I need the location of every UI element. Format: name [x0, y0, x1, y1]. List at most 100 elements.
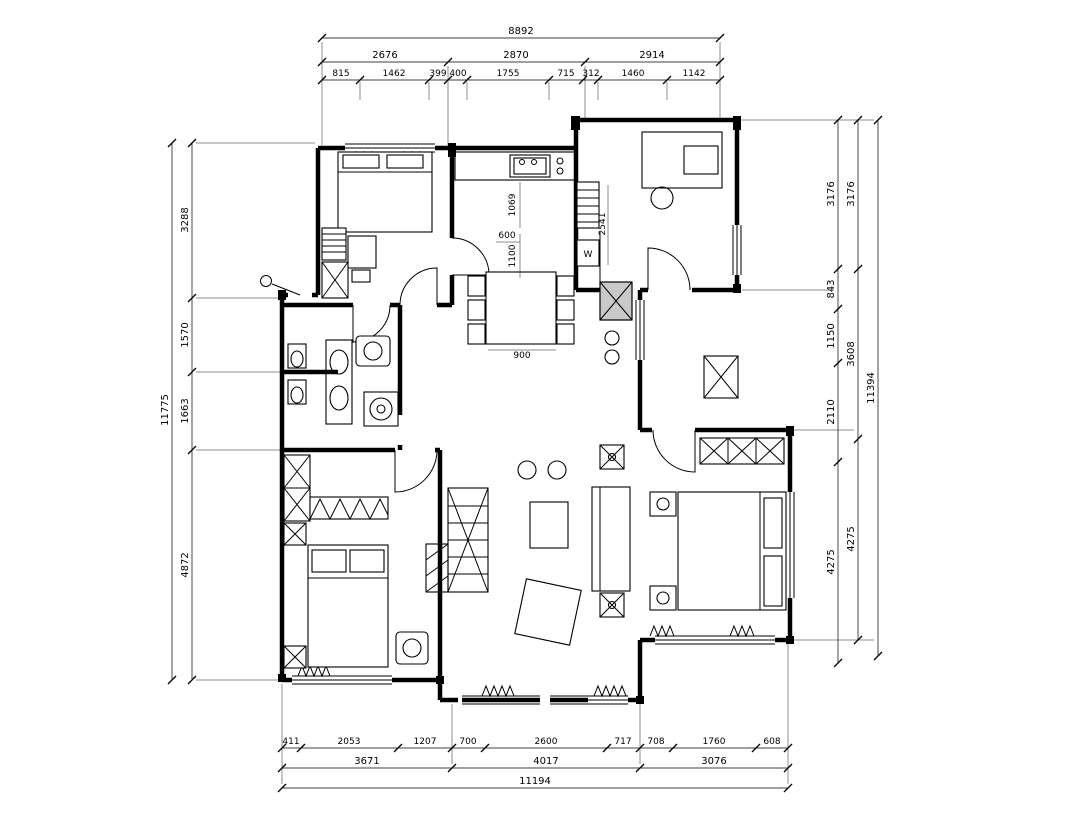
- dim-top-row3-6: 312: [582, 69, 599, 79]
- chair: [556, 275, 575, 297]
- washing-machine: [363, 391, 399, 427]
- dim-top-overall: 8892: [508, 26, 533, 37]
- radiator: [649, 624, 675, 638]
- bathroom-fixtures: [287, 335, 399, 427]
- dim-bottom-row1-6: 708: [647, 737, 664, 747]
- dim-bottom-row1-1: 2053: [338, 737, 361, 747]
- stool: [547, 460, 567, 480]
- dim-top-row3-5: 715: [557, 69, 574, 79]
- refrigerator: [576, 181, 600, 229]
- basin: [329, 385, 349, 411]
- kitchen-furniture: [454, 151, 576, 345]
- dim-top-row3-4: 1755: [497, 69, 520, 79]
- chair: [351, 269, 371, 283]
- column: [436, 676, 444, 684]
- dim-left-seg-2: 1663: [180, 398, 191, 423]
- dining-table: [485, 271, 557, 345]
- dim-aisle-width: 1100: [508, 244, 518, 267]
- dim-bottom-row1-2: 1207: [414, 737, 437, 747]
- rug: [514, 578, 582, 646]
- dim-top-row3-1: 1462: [383, 69, 406, 79]
- pillow: [763, 497, 783, 549]
- study-furniture: [641, 131, 723, 210]
- dim-right-outer-1: 3608: [846, 341, 857, 366]
- shaft: [425, 543, 449, 593]
- pillow: [311, 549, 347, 573]
- door-study: [647, 247, 691, 291]
- sink-unit: [355, 335, 391, 367]
- radiator: [297, 664, 331, 678]
- chair: [467, 275, 486, 297]
- shelf: [309, 496, 389, 520]
- sink-bowl: [363, 341, 383, 361]
- washer-label: W: [584, 250, 593, 260]
- column: [733, 116, 741, 130]
- stool: [604, 349, 620, 365]
- dim-left-overall: 11775: [160, 394, 171, 426]
- dim-top-row2-2: 2914: [639, 50, 664, 61]
- counter: [454, 151, 576, 181]
- dim-bottom-row2-0: 3671: [354, 756, 379, 767]
- chair: [467, 323, 486, 345]
- dim-top-row3-7: 1460: [622, 69, 645, 79]
- dim-right-inner-4: 4275: [826, 549, 837, 574]
- entry-door-leaf: [271, 283, 301, 296]
- entry-door-knob: [260, 275, 272, 287]
- basin: [329, 349, 349, 375]
- dresser: [321, 227, 347, 261]
- faucet: [531, 159, 537, 165]
- burner: [556, 167, 564, 175]
- chair: [467, 299, 486, 321]
- chair: [556, 323, 575, 345]
- dim-right-overall: 11394: [866, 372, 877, 404]
- living-room-furniture: [425, 355, 739, 646]
- window-bedroom3-bottom: [292, 675, 392, 685]
- dim-top-row3-0: 815: [332, 69, 349, 79]
- monitor: [683, 145, 719, 175]
- door-bathroom: [352, 304, 391, 343]
- window-corridor-right: [635, 300, 645, 360]
- stool: [604, 330, 620, 346]
- door-bedroom2: [652, 429, 696, 473]
- window-bedroom2-bottom: [655, 635, 775, 645]
- radiator: [593, 684, 627, 698]
- dim-table-width: 900: [513, 351, 530, 361]
- column: [278, 674, 286, 682]
- desk: [347, 235, 377, 269]
- burner: [556, 157, 564, 165]
- column: [571, 116, 580, 130]
- radiator: [729, 624, 755, 638]
- window-bedroom2-right: [785, 492, 795, 598]
- dim-top-row2-0: 2676: [372, 50, 397, 61]
- radiator: [481, 684, 515, 698]
- interior-walls: [282, 148, 606, 680]
- chair: [556, 299, 575, 321]
- dim-top-row3-8: 1142: [683, 69, 706, 79]
- dim-left-seg-1: 1570: [180, 322, 191, 347]
- door-bedroom3: [394, 449, 438, 493]
- dim-right-outer-0: 3176: [846, 181, 857, 206]
- dim-bottom-row1-0: 411: [282, 737, 299, 747]
- shaft: [703, 355, 739, 399]
- bedroom2-furniture: [649, 437, 787, 611]
- dim-bottom-row1-5: 717: [614, 737, 631, 747]
- dim-bottom-row2-1: 4017: [533, 756, 558, 767]
- nightstand: [649, 585, 677, 611]
- utility-appliances: [576, 181, 633, 365]
- nightstand: [649, 491, 677, 517]
- interior-dimensions: 1069 600 1100 2541 900 W: [488, 182, 609, 361]
- faucet: [519, 159, 525, 165]
- dim-counter-width: 600: [498, 231, 515, 241]
- dim-top-row3-2: 399: [429, 69, 446, 79]
- dim-right-outer-2: 4275: [846, 526, 857, 551]
- dimensions-top: 8892 2676 2870 2914 815 1462 399 400 175…: [317, 26, 725, 145]
- pillow: [386, 154, 424, 169]
- chair: [650, 186, 674, 210]
- window-bedroom1-top: [345, 143, 435, 153]
- doors: [260, 237, 696, 493]
- door-bedroom1: [399, 267, 438, 306]
- dim-bottom-row1-8: 608: [763, 737, 780, 747]
- dim-left-seg-3: 4872: [180, 552, 191, 577]
